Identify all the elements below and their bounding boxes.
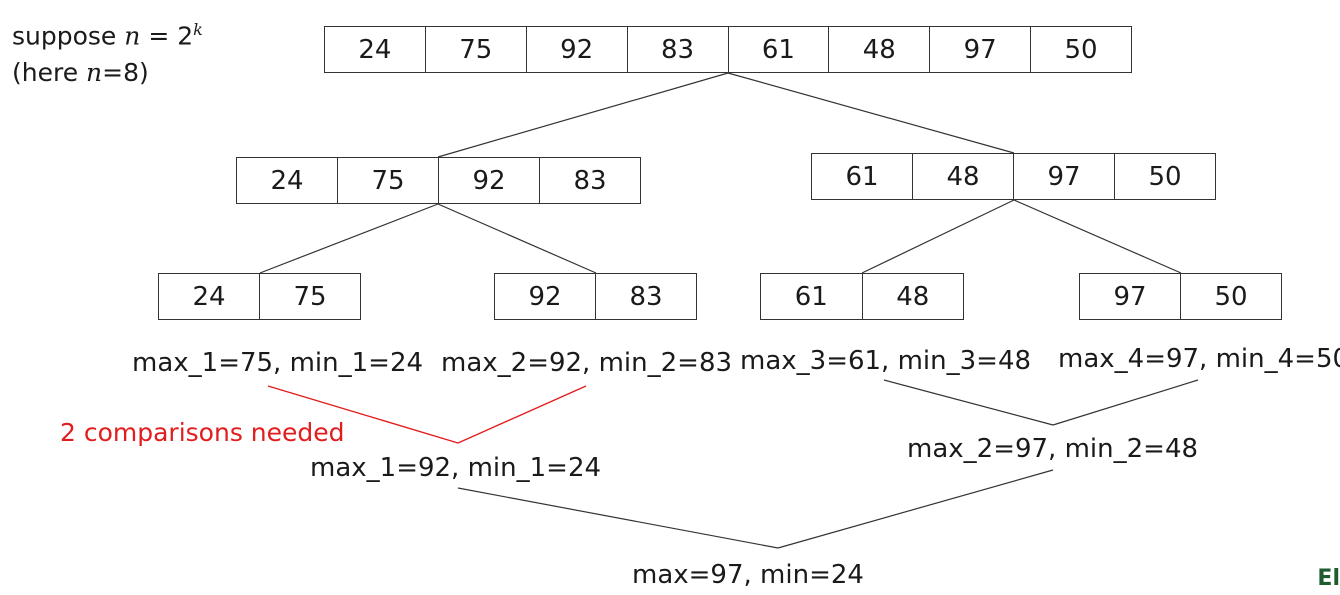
- array-left-right: 92 83: [494, 273, 697, 320]
- result-final: max=97, min=24: [632, 560, 864, 590]
- array-cell: 61: [845, 161, 879, 192]
- array-cell: 48: [912, 154, 1013, 199]
- intro-line-2: (here n=8): [12, 58, 149, 87]
- merge-right-b: [1052, 379, 1199, 426]
- array-cell: 50: [1114, 154, 1215, 199]
- merge-final-b: [777, 469, 1054, 549]
- array-cell: 75: [337, 158, 438, 203]
- array-cell: 48: [828, 27, 929, 72]
- array-cell: 24: [358, 34, 392, 65]
- array-right-right: 97 50: [1079, 273, 1282, 320]
- array-cell: 24: [270, 165, 304, 196]
- array-cell: 50: [1030, 27, 1131, 72]
- array-cell: 75: [259, 274, 360, 319]
- array-cell: 97: [929, 27, 1030, 72]
- comparisons-note: 2 comparisons needed: [60, 418, 345, 447]
- merge-red-left: [267, 385, 459, 444]
- array-left-left: 24 75: [158, 273, 361, 320]
- array-cell: 24: [192, 281, 226, 312]
- array-cell: 83: [626, 27, 728, 72]
- corner-fragment: El: [1317, 566, 1340, 591]
- edge-left-ll: [259, 203, 439, 274]
- edge-right-rr: [1013, 199, 1182, 274]
- array-cell: 92: [438, 158, 539, 203]
- array-cell: 61: [727, 27, 829, 72]
- result-pair-2: max_2=92, min_2=83: [441, 348, 733, 378]
- array-cell: 92: [528, 281, 562, 312]
- array-cell: 97: [1013, 154, 1114, 199]
- array-cell: 92: [525, 27, 627, 72]
- array-cell: 83: [539, 158, 640, 203]
- array-cell: 97: [1113, 281, 1147, 312]
- array-cell: 48: [861, 274, 964, 319]
- edge-root-left: [437, 72, 729, 158]
- edge-root-right: [727, 72, 1015, 154]
- intro-line-1: suppose n = 2k: [12, 20, 203, 51]
- array-cell: 50: [1180, 274, 1281, 319]
- edge-right-rl: [861, 199, 1015, 274]
- result-pair-3: max_3=61, min_3=48: [740, 346, 1032, 376]
- result-pair-4: max_4=97, min_4=50: [1058, 344, 1340, 374]
- array-cell: 75: [424, 27, 526, 72]
- merge-right-a: [883, 379, 1054, 426]
- array-right-left: 61 48: [760, 273, 964, 320]
- edge-left-lr: [437, 203, 597, 274]
- merge-final-a: [457, 487, 779, 549]
- result-pair-1: max_1=75, min_1=24: [132, 348, 424, 378]
- array-cell: 61: [794, 281, 828, 312]
- merge-red-right: [457, 385, 587, 444]
- result-merged-right: max_2=97, min_2=48: [907, 434, 1199, 464]
- array-cell: 83: [595, 274, 696, 319]
- result-merged-left: max_1=92, min_1=24: [310, 453, 602, 483]
